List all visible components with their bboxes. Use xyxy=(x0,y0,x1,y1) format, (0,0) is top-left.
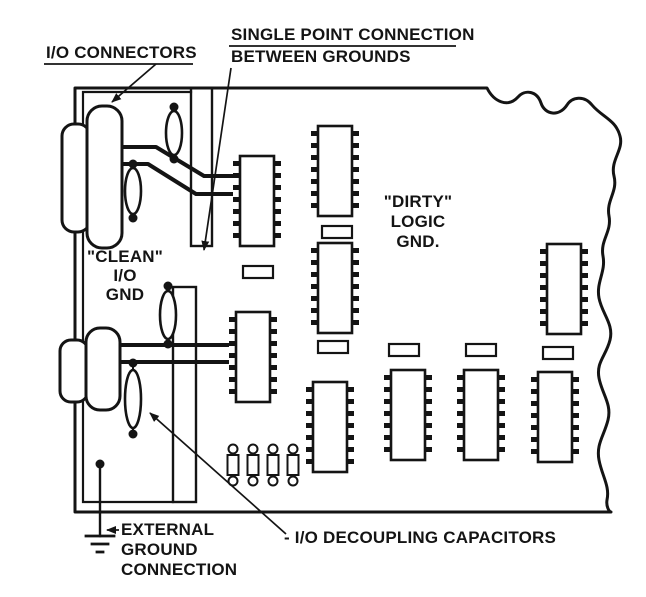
smd-component xyxy=(387,342,421,358)
label-single-point-line1: SINGLE POINT CONNECTION xyxy=(231,25,475,44)
label-external-line1: EXTERNAL xyxy=(121,520,214,539)
leader-io-connectors xyxy=(111,63,157,103)
smd-component xyxy=(316,339,350,355)
discrete-component xyxy=(246,443,260,487)
io-connector-bottom xyxy=(58,326,122,412)
dip-ic xyxy=(227,310,279,404)
label-dirty-gnd-line3: GND. xyxy=(396,232,439,251)
label-decoupling-caps: - I/O DECOUPLING CAPACITORS xyxy=(284,528,556,547)
decoupling-capacitor xyxy=(123,358,143,439)
smd-component xyxy=(241,264,275,280)
decoupling-capacitor xyxy=(123,159,143,223)
label-clean-gnd-line2: I/O xyxy=(113,266,136,285)
dip-ic xyxy=(304,380,356,474)
label-dirty-gnd-line2: LOGIC xyxy=(391,212,446,231)
clean-ground-boundary xyxy=(81,90,193,504)
label-io-connectors: I/O CONNECTORS xyxy=(46,43,197,62)
dip-ic xyxy=(455,368,507,462)
label-external-line3: CONNECTION xyxy=(121,560,237,579)
label-single-point-line2: BETWEEN GROUNDS xyxy=(231,47,411,66)
discrete-component xyxy=(226,443,240,487)
dip-ic xyxy=(231,154,283,248)
leader-decoupling xyxy=(149,412,287,535)
label-clean-gnd-line1: "CLEAN" xyxy=(87,247,163,266)
smd-component xyxy=(541,345,575,361)
decoupling-capacitor xyxy=(164,102,184,164)
io-connector-top xyxy=(60,104,124,250)
label-dirty-gnd-line1: "DIRTY" xyxy=(384,192,453,211)
dip-ic xyxy=(538,242,590,336)
decoupling-capacitor xyxy=(158,281,178,349)
smd-component xyxy=(464,342,498,358)
dip-ic xyxy=(529,370,581,464)
label-external-line2: GROUND xyxy=(121,540,198,559)
discrete-component xyxy=(266,443,280,487)
signal-trace-1 xyxy=(122,145,233,178)
dip-ic xyxy=(309,124,361,218)
discrete-component xyxy=(286,443,300,487)
dip-ic xyxy=(309,241,361,335)
label-clean-gnd-line3: GND xyxy=(106,285,144,304)
dip-ic xyxy=(382,368,434,462)
smd-component xyxy=(320,224,354,240)
leader-single-point xyxy=(201,67,232,251)
ground-moat-lower xyxy=(171,285,198,504)
earth-ground-symbol xyxy=(84,534,116,554)
